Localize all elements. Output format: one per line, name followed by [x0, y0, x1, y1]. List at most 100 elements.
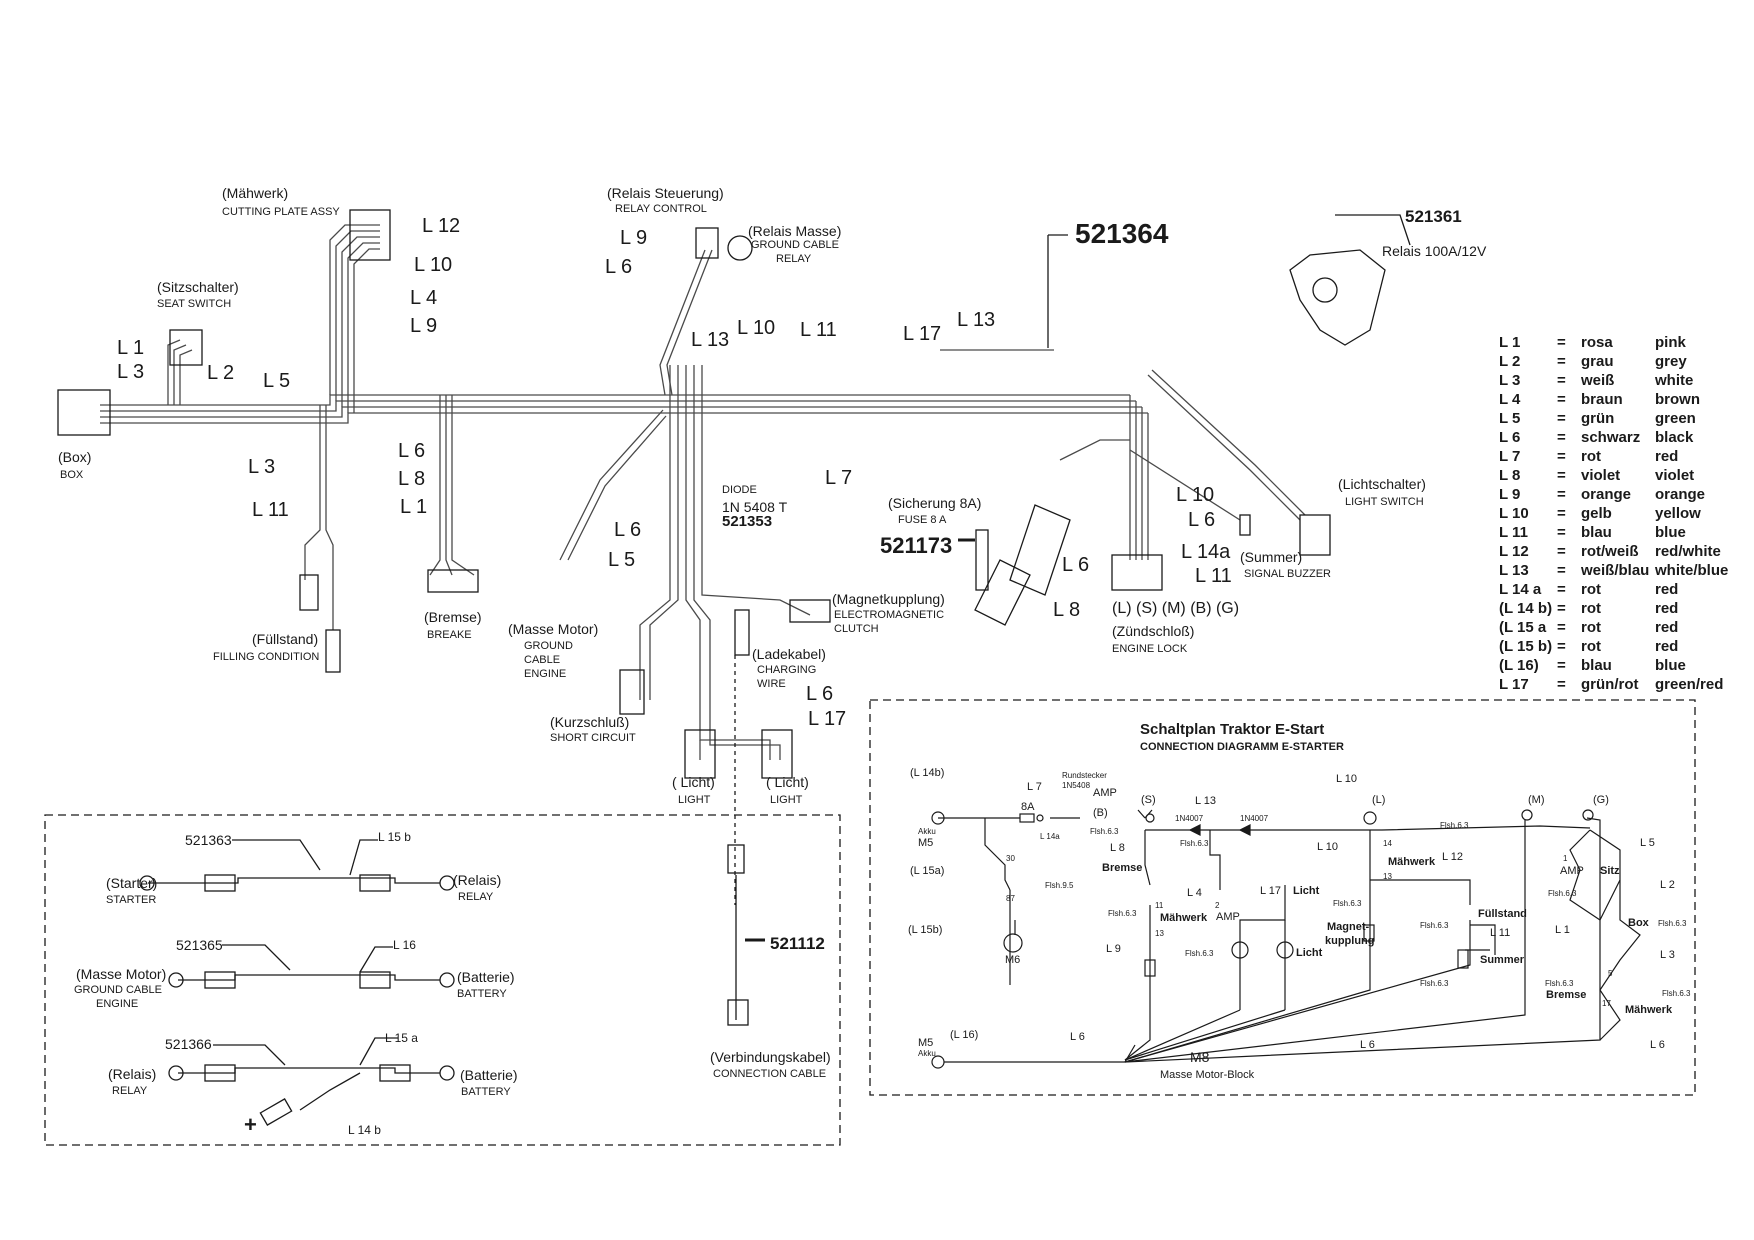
charging-wire-connector	[734, 609, 750, 656]
relais-steuerung-label: (Relais Steuerung)	[607, 185, 724, 201]
light-connector-left	[684, 729, 716, 779]
harness-trunk-wire	[685, 365, 701, 720]
wire-label: L 2	[207, 362, 235, 384]
schematic-frame	[869, 699, 1696, 1096]
schematic-label: Mähwerk	[1160, 912, 1208, 924]
seat-switch-connector	[169, 329, 203, 366]
schematic-label: (L 16)	[950, 1029, 979, 1041]
schematic-label: Akku	[918, 827, 936, 836]
schematic-label: Masse Motor-Block	[1160, 1069, 1255, 1081]
schematic-label: Bremse	[1546, 989, 1587, 1001]
sitzschalter-label-en: SEAT SWITCH	[157, 298, 232, 310]
schematic-label: M6	[1005, 954, 1021, 966]
schematic-label: 14	[1383, 839, 1392, 848]
schematic-label: 2	[1215, 901, 1220, 910]
schematic-label: Sitz	[1600, 865, 1620, 877]
schematic-label: 30	[1006, 854, 1015, 863]
schematic-label: Flsh.6.3	[1420, 921, 1449, 930]
schematic-label: Summer	[1480, 954, 1525, 966]
relais-steuerung-label-en: RELAY CONTROL	[615, 203, 707, 215]
cable-label-l15a: L 15 a	[385, 1031, 418, 1045]
schematic-label: AMP	[1093, 787, 1117, 799]
harness-trunk-wire	[1151, 369, 1306, 516]
harness-trunk-wire	[701, 365, 811, 616]
relay-control-connector	[695, 227, 719, 259]
ladekabel-label: (Ladekabel)	[752, 646, 826, 662]
schematic-label: AMP	[1560, 865, 1584, 877]
diode-label: DIODE	[722, 484, 757, 496]
cutting-plate-connector	[349, 209, 391, 261]
schematic-label: 13	[1155, 929, 1164, 938]
relay-label-en: RELAY	[458, 891, 494, 903]
harness-trunk-wire	[559, 409, 664, 561]
wire-label: L 10	[1176, 484, 1215, 506]
harness-trunk-wire	[100, 394, 1130, 406]
wire-label: L 10	[414, 254, 453, 276]
schematic-label: (M)	[1528, 794, 1545, 806]
schematic-label: 8A	[1021, 801, 1035, 813]
fuse-holder-cap	[974, 559, 1031, 626]
harness-trunk-wire	[173, 344, 187, 405]
schematic-label: 17	[1602, 999, 1611, 1008]
starter-label: (Starter)	[106, 875, 158, 891]
relay-cable-battery-label-en: BATTERY	[461, 1086, 511, 1098]
schematic-label: Flsh.6.3	[1440, 821, 1469, 830]
wire-label: L 6	[1062, 554, 1090, 576]
ground-cable-label-en1: GROUND CABLE	[74, 984, 163, 996]
ground-cable	[178, 974, 440, 981]
schematic-label: L 10	[1336, 773, 1358, 785]
schematic-label: Füllstand	[1478, 908, 1527, 920]
wire-label: L 4	[410, 287, 438, 309]
main-harness-part-number: 521364	[1075, 218, 1169, 249]
box-connector	[57, 389, 111, 436]
harness-trunk-wire	[639, 365, 671, 700]
schematic-label: 87	[1006, 894, 1015, 903]
wire-label: L 6	[398, 440, 426, 462]
harness-trunk-wire	[666, 249, 713, 396]
harness-trunk-wire	[347, 242, 380, 413]
ignition-lock-connector	[1111, 554, 1163, 591]
schematic-label: Flsh.6.3	[1548, 889, 1577, 898]
wire-label: L 13	[691, 329, 730, 351]
schematic-label: L 5	[1640, 837, 1655, 849]
wire-label: L 13	[957, 309, 996, 331]
wire-label: L 9	[620, 227, 648, 249]
relay-battery-cable-part-number: 521366	[165, 1036, 212, 1052]
harness-trunk-wire	[353, 248, 380, 413]
box-label-en: BOX	[60, 469, 84, 481]
harness-trunk-wire	[659, 249, 706, 396]
schematic-label: 1N5408	[1062, 781, 1091, 790]
licht-left-label-en: LIGHT	[678, 794, 711, 806]
short-circuit-connector	[619, 669, 645, 715]
wire-label: L 17	[808, 708, 847, 730]
harness-trunk-wire	[325, 405, 334, 630]
schematic-label: 1N4007	[1175, 814, 1204, 823]
summer-label: (Summer)	[1240, 549, 1303, 565]
harness-trunk-wire	[335, 230, 380, 401]
l14b-branch	[299, 1072, 361, 1111]
schematic-label: Flsh.6.3	[1333, 899, 1362, 908]
schematic-label: (L 15b)	[908, 924, 943, 936]
ground-cable-label: (Masse Motor)	[76, 966, 167, 982]
wire-label: L 11	[1195, 565, 1232, 587]
clutch-connector	[789, 599, 831, 623]
schematic-label: M8	[1190, 1049, 1210, 1065]
harness-trunk-wire	[1059, 439, 1130, 461]
wire-label: L 12	[422, 215, 461, 237]
schematic-label: Flsh.9.5	[1045, 881, 1074, 890]
relay-spec: Relais 100A/12V	[1382, 243, 1487, 259]
relay-battery-cable	[178, 1067, 440, 1074]
maehwerk-label: (Mähwerk)	[222, 185, 289, 201]
schematic-label: 11	[1155, 901, 1164, 910]
cable-label-l14b: L 14 b	[348, 1123, 381, 1137]
licht-left-label: ( Licht)	[672, 774, 715, 790]
